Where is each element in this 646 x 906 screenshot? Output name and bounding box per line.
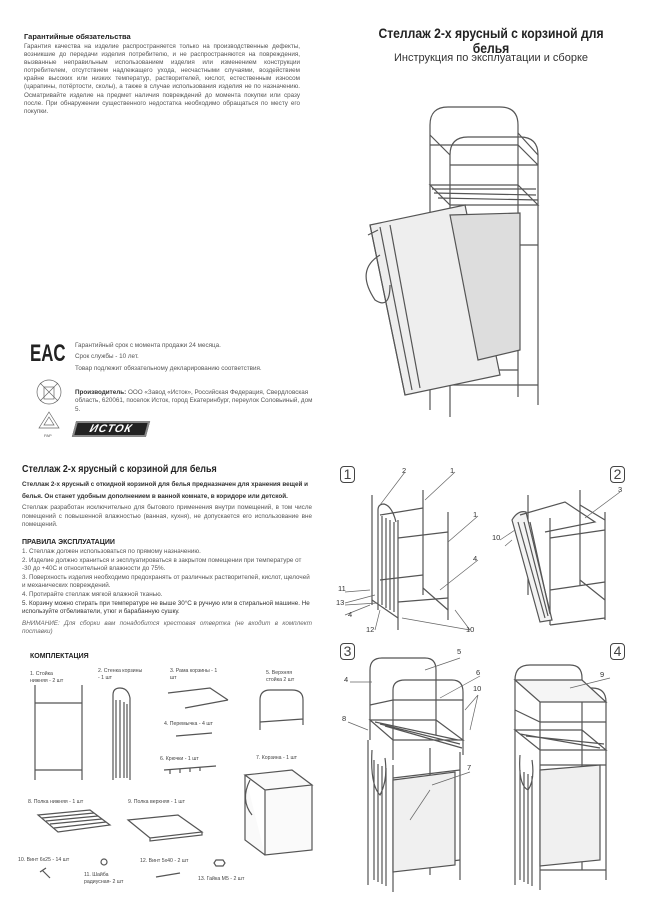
manufacturer-info: Производитель: ООО «Завод «Исток», Росси… xyxy=(75,389,315,414)
assembly-step-4: 9 xyxy=(513,664,611,890)
rule-item: 1. Стеллаж должен использоваться по прям… xyxy=(22,548,201,555)
part-upper-shelf xyxy=(126,814,204,842)
page-subtitle: Инструкция по эксплуатации и сборке xyxy=(393,52,589,64)
assembly-step-1: 2 1 1 4 11 13 4 12 10 xyxy=(336,466,479,634)
assembly-step-2: 3 10 xyxy=(492,485,622,626)
callout: 12 xyxy=(366,625,374,634)
part-washer xyxy=(100,858,108,866)
callout: 13 xyxy=(336,598,344,607)
manufacturer-label: Производитель: xyxy=(75,389,127,396)
callout: 1 xyxy=(473,510,477,519)
declaration-text: Товар подлежит обязательному декларирова… xyxy=(75,365,262,372)
part-label: 5. Верхняя стойка 2 шт xyxy=(266,670,295,683)
usage-text: Стеллаж разработан исключительно для быт… xyxy=(22,504,312,528)
callout: 4 xyxy=(344,675,348,684)
callout: 7 xyxy=(467,763,471,772)
service-life: Срок службы - 10 лет. xyxy=(75,353,139,360)
product-illustration xyxy=(365,106,540,417)
part-label: 1. Стойка нижняя - 2 шт xyxy=(30,671,64,684)
part-basket-frame xyxy=(167,687,229,709)
page-title: Стеллаж 2-х ярусный с корзиной для белья xyxy=(378,26,604,56)
rules-heading: ПРАВИЛА ЭКСПЛУАТАЦИИ xyxy=(22,539,115,546)
part-hooks xyxy=(163,765,217,774)
part-label: 6. Крючки - 1 шт xyxy=(160,756,199,762)
part-label: 2. Стенка корзины - 1 шт xyxy=(98,668,143,681)
kit-parts-drawings xyxy=(34,685,314,879)
callout: 4 xyxy=(348,610,352,619)
no-trash-icon xyxy=(36,379,62,405)
part-crossbar xyxy=(175,732,213,737)
part-screw-5x40 xyxy=(155,872,181,878)
part-lower-post xyxy=(34,685,83,780)
callout: 6 xyxy=(476,668,480,677)
step-number-4: 4 xyxy=(610,643,625,660)
callout: 10 xyxy=(473,684,481,693)
callout: 8 xyxy=(342,714,346,723)
rule-item: 4. Протирайте стеллаж мягкой влажной тка… xyxy=(22,590,163,598)
part-nut-m5 xyxy=(213,859,226,867)
assembly-step-3: 5 6 4 10 8 7 xyxy=(342,647,481,892)
step-number-1: 1 xyxy=(340,466,355,483)
callout: 10 xyxy=(466,625,474,634)
rules-list: 1. Стеллаж должен использоваться по прям… xyxy=(22,548,312,617)
step-number-3: 3 xyxy=(340,643,355,660)
callout: 9 xyxy=(600,670,604,679)
part-label: 7. Корзина - 1 шт xyxy=(256,755,298,761)
kit-heading: КОМПЛЕКТАЦИЯ xyxy=(30,653,89,660)
eac-mark: EAC xyxy=(30,340,66,367)
part-label: 12. Винт 5х40 - 2 шт xyxy=(140,858,189,864)
section-heading: Стеллаж 2-х ярусный с корзиной для белья xyxy=(22,463,217,475)
part-screw-6x25 xyxy=(39,867,51,879)
part-basket-wall xyxy=(112,687,131,780)
part-label: 4. Перемычка - 4 шт xyxy=(164,721,213,727)
recycle-icon xyxy=(38,411,60,429)
part-label: 13. Гайка М5 - 2 шт xyxy=(198,876,245,882)
callout: 5 xyxy=(457,647,461,656)
callout: 1 xyxy=(450,466,454,475)
warranty-text: Гарантия качества на изделие распростран… xyxy=(24,43,300,115)
callout: 11 xyxy=(338,584,346,593)
part-lower-shelf xyxy=(36,809,112,833)
callout: 2 xyxy=(402,466,406,475)
rule-item: 3. Поверхность изделия необходимо предох… xyxy=(22,573,310,590)
part-label: 9. Полка верхняя - 1 шт xyxy=(128,799,185,805)
intro-text: Стеллаж 2-х ярусный с откидной корзиной … xyxy=(22,481,308,500)
part-label: 3. Рама корзины - 1 шт xyxy=(170,668,218,681)
warranty-period: Гарантийный срок с момента продажи 24 ме… xyxy=(75,342,221,349)
part-label: 11. Шайба радиусная- 2 шт xyxy=(84,872,124,885)
warning-text: ВНИМАНИЕ: Для сборки вам понадобится кре… xyxy=(22,620,312,636)
warranty-heading: Гарантийные обязательства xyxy=(24,32,131,41)
step-number-2: 2 xyxy=(610,466,625,483)
rule-item: 2. Изделие должно храниться и эксплуатир… xyxy=(22,556,302,573)
part-basket xyxy=(243,769,314,856)
pap-label: PAP xyxy=(44,433,52,438)
callout: 10 xyxy=(492,533,500,542)
callout: 4 xyxy=(473,554,477,563)
part-upper-post xyxy=(259,689,304,730)
callout: 3 xyxy=(618,485,622,494)
part-label: 10. Винт 6х25 - 14 шт xyxy=(18,857,70,863)
part-label: 8. Полка нижняя - 1 шт xyxy=(28,799,84,805)
rule-item: 5. Корзину можно стирать при температуре… xyxy=(22,599,310,616)
manufacturer-text: ООО «Завод «Исток», Российская Федерация… xyxy=(75,389,313,413)
